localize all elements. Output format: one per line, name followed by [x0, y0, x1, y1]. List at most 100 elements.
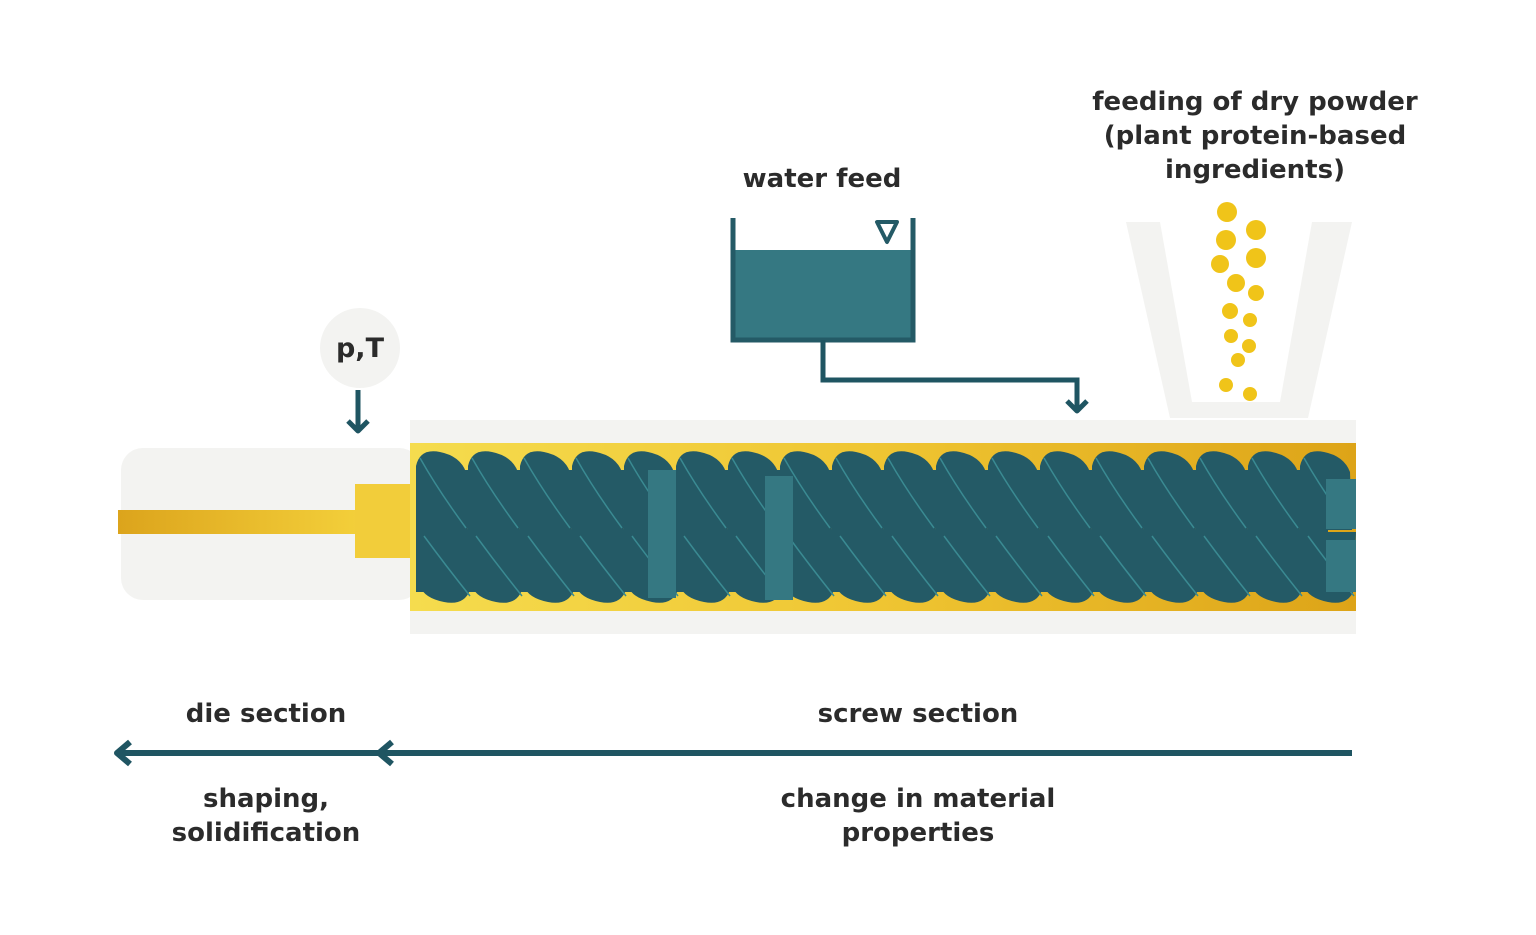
- feed-hopper: [1126, 222, 1352, 418]
- flight-edge: [471, 457, 519, 529]
- powder-particle: [1231, 353, 1245, 367]
- powder-particle: [1217, 202, 1237, 222]
- mixing-block-1: [648, 470, 676, 598]
- mixing-block-2: [765, 476, 793, 600]
- screw-flight: [884, 451, 936, 530]
- flight-edge: [1043, 457, 1091, 529]
- screw-flight: [572, 451, 624, 530]
- flight-edge: [1255, 535, 1303, 597]
- feeding-label-line-2: (plant protein-based: [1103, 121, 1407, 151]
- screw-flight: [784, 532, 836, 603]
- flight-edge: [887, 457, 935, 529]
- powder-particle: [1227, 274, 1245, 292]
- feeding-label: feeding of dry powder (plant protein-bas…: [1055, 85, 1455, 187]
- screw-flight: [472, 532, 524, 603]
- flight-edge: [419, 457, 467, 529]
- flight-edge: [1203, 535, 1251, 597]
- screw-flight: [1092, 451, 1144, 530]
- screw-flight: [1040, 451, 1092, 530]
- screw-flight: [940, 532, 992, 603]
- powder-particle: [1224, 329, 1238, 343]
- powder-particle: [1242, 339, 1256, 353]
- screw-function-label: change in material properties: [718, 782, 1118, 850]
- screw-flight: [468, 451, 520, 530]
- powder-particle: [1246, 248, 1266, 268]
- flight-edge: [683, 535, 731, 597]
- screw-section-label: screw section: [817, 699, 1019, 729]
- flight-edge: [783, 457, 831, 529]
- screw-flight: [524, 532, 576, 603]
- screw-flight: [520, 451, 572, 530]
- screw-flight: [420, 532, 472, 603]
- powder-particle: [1219, 378, 1233, 392]
- water-tank: [730, 218, 916, 343]
- screw-flight: [888, 532, 940, 603]
- screw-flight: [1200, 532, 1252, 603]
- screw-shaft: [1326, 479, 1356, 592]
- flight-edge: [1251, 457, 1299, 529]
- flight-edge: [891, 535, 939, 597]
- flight-edge: [943, 535, 991, 597]
- pressure-temperature-label: p,T: [335, 332, 384, 364]
- screw-flight: [1144, 451, 1196, 530]
- screw-flight: [936, 451, 988, 530]
- flight-edge: [995, 535, 1043, 597]
- flight-edge: [839, 535, 887, 597]
- flight-edge: [523, 457, 571, 529]
- powder-particle: [1243, 387, 1257, 401]
- flight-edge: [991, 457, 1039, 529]
- screw-flight: [1044, 532, 1096, 603]
- flight-edge: [679, 457, 727, 529]
- flight-edge: [575, 457, 623, 529]
- feeding-label-line-1: feeding of dry powder: [1092, 87, 1418, 117]
- water-pipe: [820, 340, 1080, 410]
- flight-edge: [423, 535, 471, 597]
- pressure-temperature-sensor: p,T: [320, 308, 400, 388]
- powder-particle: [1243, 313, 1257, 327]
- water-inlet-arrow-icon: [1065, 399, 1089, 414]
- screw-function-line-2: properties: [841, 818, 995, 848]
- powder-particle: [1248, 285, 1264, 301]
- die-channel: [118, 510, 358, 534]
- powder-particle: [1211, 255, 1229, 273]
- flight-edge: [939, 457, 987, 529]
- screw-flight: [1148, 532, 1200, 603]
- flight-edge: [475, 535, 523, 597]
- screw-flight: [1196, 451, 1248, 530]
- powder-particle: [1246, 220, 1266, 240]
- screw-flight: [992, 532, 1044, 603]
- flight-edge: [1099, 535, 1147, 597]
- flight-edge: [527, 535, 575, 597]
- die-section-label: die section: [185, 699, 347, 729]
- screw-flight: [576, 532, 628, 603]
- screw-flight: [1096, 532, 1148, 603]
- screw-flight: [680, 532, 732, 603]
- screw-flight: [988, 451, 1040, 530]
- powder-particle: [1216, 230, 1236, 250]
- screw-flight: [416, 451, 468, 530]
- flight-edge: [1095, 457, 1143, 529]
- die-function-label: shaping, solidification: [136, 782, 396, 850]
- die-inlet: [355, 484, 415, 558]
- screw-flight: [836, 532, 888, 603]
- water-level-icon: [875, 220, 899, 244]
- screw-flight: [1248, 451, 1300, 530]
- process-arrow-head-screw: [376, 739, 394, 767]
- die-function-line-1: shaping,: [202, 784, 330, 814]
- sensor-arrow-icon: [346, 419, 370, 434]
- powder-particle: [1222, 303, 1238, 319]
- flight-edge: [835, 457, 883, 529]
- feeding-label-line-3: ingredients): [1165, 155, 1345, 185]
- screw-flight: [1252, 532, 1304, 603]
- die-function-line-2: solidification: [171, 818, 361, 848]
- flight-edge: [579, 535, 627, 597]
- flight-edge: [1151, 535, 1199, 597]
- screw-flight: [832, 451, 884, 530]
- flight-edge: [1199, 457, 1247, 529]
- flight-edge: [1147, 457, 1195, 529]
- water-feed-label: water feed: [742, 164, 902, 194]
- screw-flight: [676, 451, 728, 530]
- screw-function-line-1: change in material: [780, 784, 1056, 814]
- twin-screws: [416, 451, 1356, 603]
